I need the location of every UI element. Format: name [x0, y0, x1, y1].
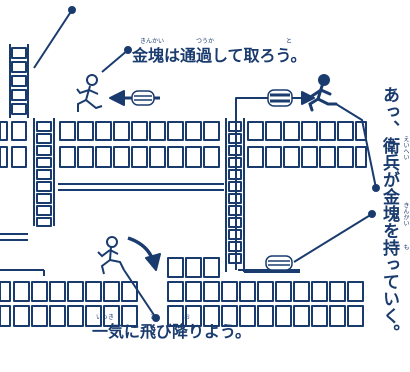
- ledge-left: [0, 233, 28, 241]
- brick-floor-upper-left: [0, 121, 220, 168]
- furigana-to: と: [286, 38, 293, 45]
- jump-arrow-curve: [127, 236, 154, 259]
- guard-path-arrow: [235, 97, 306, 271]
- guard-path-arrowhead: [301, 91, 315, 105]
- guard-figure-icon: [308, 74, 338, 112]
- pointer-dot-jump: [152, 314, 160, 322]
- furigana-tsuuka: つうか: [196, 38, 215, 45]
- pointer-dot-gold-low: [368, 210, 376, 218]
- brick-floor-upper-right: [247, 121, 367, 168]
- pointer-dot-guard: [372, 184, 380, 192]
- monkey-bar: [58, 183, 224, 191]
- furigana-to2: と: [150, 314, 157, 321]
- caption-guard-carry-2: 衛兵が金塊を持っていく。: [379, 137, 399, 341]
- ladder-top-left: [9, 44, 29, 118]
- furigana-kinkai-vertical: きんかい: [402, 202, 409, 226]
- furigana-eihei: えいへい: [402, 136, 409, 160]
- furigana-ikki: いっき: [96, 314, 115, 321]
- furigana-o: お: [184, 314, 191, 321]
- player-arrowhead: [109, 90, 125, 106]
- ladder-left: [33, 118, 55, 227]
- runner-figure-icon: [97, 236, 125, 275]
- caption-guard-carry: あっ、衛兵が金塊を持っていく。: [378, 86, 400, 341]
- caption-gold-pass: 金塊は通過して取ろう。: [132, 46, 307, 65]
- pointer-line-top: [33, 9, 73, 69]
- pointer-line-guard: [335, 103, 377, 189]
- gold-ingot-icon: [265, 255, 293, 271]
- pointer-dot-caption1: [124, 46, 132, 54]
- pointer-line-gold-low: [293, 213, 373, 263]
- gold-ingot-icon: [131, 90, 155, 106]
- jump-arrowhead: [145, 253, 161, 271]
- pointer-line-jump: [123, 269, 157, 319]
- brick-floor-lower-left: [0, 281, 138, 327]
- caption-guard-carry-1: あっ、: [379, 86, 399, 137]
- furigana-mo: も: [402, 244, 409, 250]
- runner-figure-icon: [76, 74, 103, 112]
- brick-floor-lower-right: [167, 257, 364, 327]
- caption-jump-down: 一気に飛び降りよう。: [92, 322, 252, 341]
- pointer-dot-top: [68, 6, 76, 14]
- gold-ingot-icon: [267, 89, 293, 107]
- furigana-kinkai: きんかい: [140, 38, 165, 45]
- pointer-line-caption1: [101, 49, 129, 73]
